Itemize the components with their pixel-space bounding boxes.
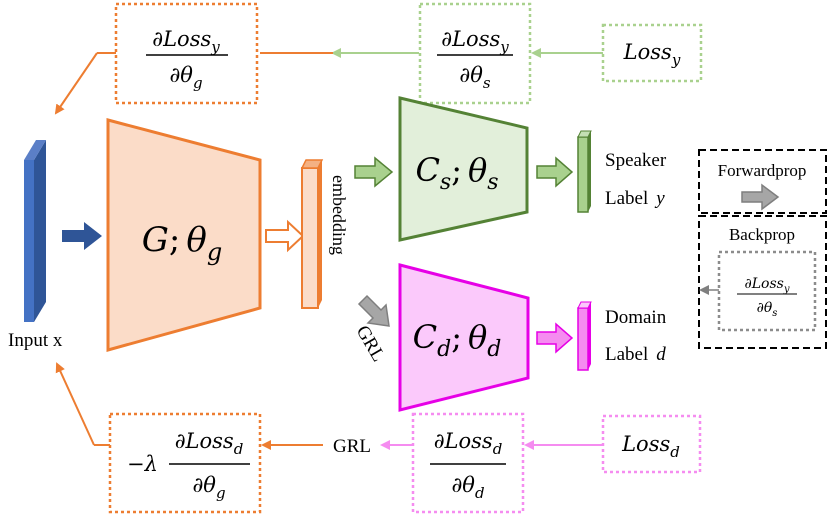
svg-text:∂θs: ∂θs [757,300,778,319]
speaker-output-block-icon [577,130,592,213]
bottom-loss-box: Lossd [601,414,702,474]
speaker-classifier-label: Cs;θs [415,151,498,195]
generator-trapezoid [106,118,262,352]
bottom-grad-g-box: −λ ∂Lossd ∂θg [108,412,262,514]
legend-forward-box: Forwardprop [698,149,827,214]
svg-text:Lossy: Lossy [623,40,681,69]
speaker-output-line1: Speaker [605,150,667,171]
arrow-domain-to-output [536,322,574,354]
svg-text:∂Lossy: ∂Lossy [152,27,220,56]
top-grad-g-num: ∂Loss [152,27,211,51]
legend-sample-den-sub: s [772,308,777,319]
embedding-block-icon [300,159,324,309]
bottom-grad-g-den: ∂θ [192,473,216,497]
legend-sample-num-sub: y [783,284,790,295]
top-grad-s-box: ∂Lossy ∂θs [418,2,532,105]
legend-backward-box: Backprop ∂Lossy ∂θs [698,215,827,349]
svg-text:∂θg: ∂θg [169,63,202,92]
svg-text:∂θd: ∂θd [451,473,484,502]
arrow-embedding-to-speaker [354,156,394,188]
input-block-icon [24,140,46,322]
svg-text:∂Lossy: ∂Lossy [745,276,790,295]
generator-label: G;θg [142,220,223,266]
grl-bottom-label: GRL [333,436,371,457]
top-grad-s-den-sub: s [483,74,491,92]
grl-mid-label: GRL [352,322,389,365]
svg-text:∂Lossd: ∂Lossd [175,429,244,458]
svg-text:∂Lossy: ∂Lossy [441,27,509,56]
domain-output-block-icon [577,301,592,371]
bottom-arrow-to-input [55,362,95,446]
top-arrow-to-input [54,52,98,115]
bottom-grad-g-num: ∂Loss [175,429,234,453]
bottom-loss: Loss [621,432,670,456]
legend-forward-arrow-icon [741,183,780,211]
bottom-grad-d-den-sub: d [475,484,485,502]
domain-classifier-label: Cd;θd [413,318,502,362]
bottom-loss-sub: d [670,443,680,461]
bottom-grad-d-den: ∂θ [451,473,475,497]
top-loss-box: Lossy [601,23,703,83]
bottom-grad-g-prefix: −λ [127,452,158,476]
top-grad-g-box: ∂Lossy ∂θg [114,2,259,105]
legend-forward-label: Forwardprop [718,161,807,180]
bottom-grad-d-num: ∂Loss [434,429,493,453]
legend-sample-den: ∂θ [757,300,773,316]
embedding-label: embedding [329,175,349,255]
bottom-grad-d-num-sub: d [493,440,503,458]
top-loss: Loss [623,40,672,64]
svg-text:Lossd: Lossd [621,432,680,461]
top-loss-sub: y [671,51,681,69]
arrow-g-to-embedding [265,219,305,253]
svg-text:∂Lossd: ∂Lossd [434,429,503,458]
arrow-embedding-to-grl [357,294,390,327]
speaker-classifier-trapezoid [398,96,529,242]
domain-classifier-trapezoid [398,263,530,412]
top-grad-s-den: ∂θ [459,63,483,87]
bottom-grad-d-box: ∂Lossd ∂θd [411,412,525,514]
arrow-speaker-to-output [536,156,574,188]
domain-output-line1: Domain [605,307,667,328]
legend-sample-num: ∂Loss [745,276,784,292]
bottom-grad-g-den-sub: g [216,484,226,502]
arrow-input-to-g [62,222,102,250]
top-grad-g-num-sub: y [210,38,220,56]
top-grad-s-num-sub: y [499,38,509,56]
top-grad-s-num: ∂Loss [441,27,500,51]
top-grad-g-den: ∂θ [169,63,193,87]
legend-backward-label: Backprop [729,225,795,244]
top-grad-g-den-sub: g [193,74,203,92]
svg-text:∂θs: ∂θs [459,63,491,92]
input-label: Input x [8,330,63,351]
svg-text:∂θg: ∂θg [192,473,225,502]
bottom-grad-g-num-sub: d [234,440,244,458]
